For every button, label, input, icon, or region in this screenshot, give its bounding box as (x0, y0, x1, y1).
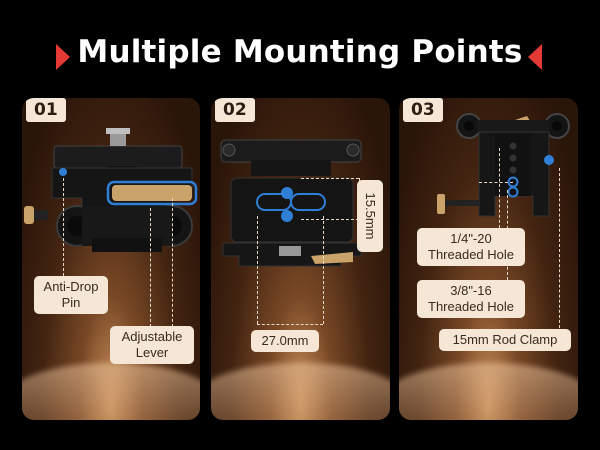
pin-leader-line (63, 178, 64, 276)
panel-number: 03 (403, 98, 443, 122)
quarter-hole-leader-h (479, 182, 513, 183)
panel-floor-glow (22, 363, 200, 420)
lever-leader-line-2 (172, 198, 173, 332)
mount-plate-illustration (220, 139, 362, 267)
quick-release-clamp-illustration: LOCK ▸ (24, 128, 198, 252)
panel-02: 02 15.5mm 27.0mm (211, 98, 390, 420)
header: Multiple Mounting Points (0, 0, 600, 92)
page-title: Multiple Mounting Points (77, 34, 523, 70)
panel-number: 01 (26, 98, 66, 122)
panel-01: 01 LOCK ▸ Anti-Drop Pin Adjustable Lever (22, 98, 200, 420)
dim-line-horizontal (257, 324, 323, 325)
height-dimension-text: 15.5mm (363, 192, 378, 240)
height-dimension-label: 15.5mm (357, 180, 383, 252)
dim-line-right (323, 216, 324, 324)
left-triangle-icon (56, 44, 70, 70)
panel-03: 03 1/4"-20 Threaded Hole 3/8"-16 Threade… (399, 98, 578, 420)
right-triangle-icon (528, 44, 542, 70)
dim-line-bottom (301, 219, 359, 220)
dim-line-left (257, 216, 258, 324)
adjustable-lever-label: Adjustable Lever (110, 326, 194, 364)
lever-leader-line (150, 208, 151, 332)
three-eighths-16-hole-label: 3/8"-16 Threaded Hole (417, 280, 525, 318)
quarter-20-hole-label: 1/4"-20 Threaded Hole (417, 228, 525, 266)
rod-clamp-leader-line (559, 168, 560, 328)
panel-floor-glow (399, 363, 578, 420)
dim-line-top (301, 178, 359, 179)
quarter-hole-leader-line (499, 148, 500, 228)
anti-drop-pin-label: Anti-Drop Pin (34, 276, 108, 314)
rod-clamp-label: 15mm Rod Clamp (439, 329, 571, 351)
panel-floor-glow (211, 363, 390, 420)
width-dimension-label: 27.0mm (251, 330, 319, 352)
rod-clamp-illustration (437, 113, 570, 217)
panel-number: 02 (215, 98, 255, 122)
